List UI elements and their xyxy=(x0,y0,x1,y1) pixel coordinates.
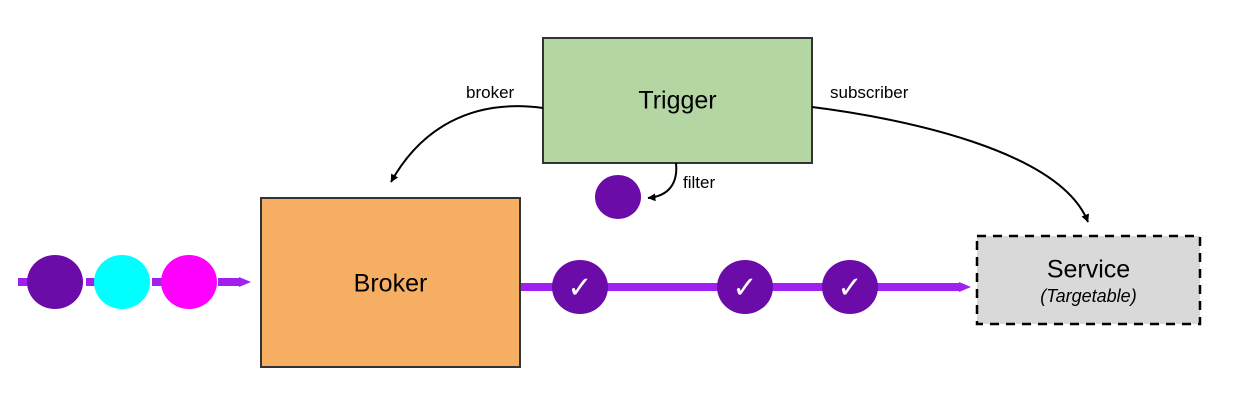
event-marker-delivered-2: ✓ xyxy=(717,260,773,314)
node-trigger[interactable]: Trigger xyxy=(542,37,813,164)
edge-label-broker: broker xyxy=(466,83,515,102)
event-marker-ingress-2 xyxy=(94,255,150,309)
node-broker[interactable]: Broker xyxy=(260,197,521,368)
trigger-box-shape xyxy=(542,37,813,164)
event-marker-filter xyxy=(595,175,641,219)
check-icon: ✓ xyxy=(732,271,757,306)
edge-label-filter: filter xyxy=(683,173,715,192)
service-box-shape xyxy=(975,234,1202,326)
edge-trigger-to-filter xyxy=(647,162,678,202)
edge-trigger-to-service xyxy=(811,106,1089,223)
node-service[interactable]: Service (Targetable) xyxy=(975,234,1202,326)
service-label: Service xyxy=(1047,256,1130,284)
check-icon: ✓ xyxy=(837,271,862,306)
edge-trigger-to-broker xyxy=(390,105,544,183)
edge-label-subscriber: subscriber xyxy=(830,83,909,102)
broker-box-shape xyxy=(260,197,521,368)
trigger-label: Trigger xyxy=(638,87,716,115)
check-icon: ✓ xyxy=(567,271,592,306)
broker-label: Broker xyxy=(354,270,428,298)
service-sublabel: (Targetable) xyxy=(1040,286,1136,306)
event-marker-delivered-1: ✓ xyxy=(552,260,608,314)
event-marker-delivered-3: ✓ xyxy=(822,260,878,314)
event-marker-ingress-3 xyxy=(161,255,217,309)
event-marker-ingress-1 xyxy=(27,255,83,309)
